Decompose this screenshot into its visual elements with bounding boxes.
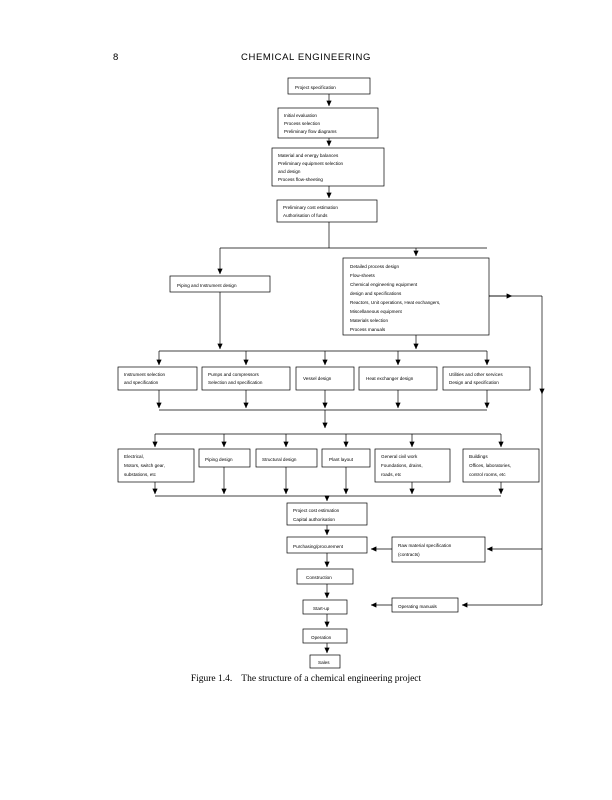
node-label: Piping and Instrument design bbox=[177, 283, 237, 288]
node-label: Utilities and other services bbox=[449, 372, 503, 377]
node-raw-material-specification[interactable]: Raw material specification (contracts) bbox=[391, 536, 486, 563]
node-initial-evaluation[interactable]: Initial evaluation Process selection Pre… bbox=[277, 107, 379, 139]
node-piping-design[interactable]: Piping design bbox=[198, 448, 251, 468]
node-preliminary-cost-estimation[interactable]: Preliminary cost estimation Authorisatio… bbox=[276, 199, 378, 223]
node-project-specification[interactable]: Project specification bbox=[287, 77, 371, 95]
node-construction[interactable]: Construction bbox=[296, 568, 354, 585]
node-label: Construction bbox=[306, 575, 332, 580]
node-label: Operation bbox=[311, 635, 332, 640]
node-label: Heat exchanger design bbox=[366, 376, 414, 381]
running-head: CHEMICAL ENGINEERING bbox=[241, 52, 371, 63]
flow-nodes: Project specification Initial evaluation… bbox=[117, 77, 540, 669]
node-general-civil-work[interactable]: General civil work Foundations, drains, … bbox=[374, 448, 451, 483]
node-label: Project cost estimation bbox=[293, 508, 340, 513]
node-label: Authorisation of funds bbox=[283, 213, 328, 218]
node-label: Process flow-sheeting bbox=[278, 177, 323, 182]
node-pumps-compressors[interactable]: Pumps and compressors Selection and spec… bbox=[201, 366, 291, 391]
node-label: Selection and specification bbox=[208, 380, 263, 385]
node-label: roads, etc bbox=[381, 472, 402, 477]
node-label: Electrical, bbox=[124, 454, 144, 459]
node-label: Chemical engineering equipment bbox=[350, 282, 418, 287]
figure-caption-text: The structure of a chemical engineering … bbox=[241, 674, 422, 684]
node-label: Preliminary flow diagrams bbox=[284, 129, 337, 134]
node-label: Purchasing/procurement bbox=[293, 544, 344, 549]
node-material-energy-balances[interactable]: Material and energy balances Preliminary… bbox=[271, 147, 385, 187]
node-label: Sales bbox=[318, 660, 330, 665]
node-label: Preliminary cost estimation bbox=[283, 205, 338, 210]
node-label: (contracts) bbox=[398, 552, 420, 557]
node-label: Foundations, drains, bbox=[381, 463, 423, 468]
node-label: Materials selection bbox=[350, 318, 388, 323]
node-electrical[interactable]: Electrical, Motors, switch gear, substat… bbox=[117, 448, 195, 483]
node-label: Instrument selection bbox=[124, 372, 166, 377]
node-start-up[interactable]: Start-up bbox=[302, 599, 348, 615]
node-plant-layout[interactable]: Plant layout bbox=[321, 448, 371, 468]
flowchart-svg: Project specification Initial evaluation… bbox=[117, 77, 545, 669]
figure-caption-label: Figure 1.4. bbox=[190, 674, 233, 684]
node-label: and specification bbox=[124, 380, 159, 385]
node-label: design and specifications bbox=[350, 291, 402, 296]
node-label: Detailed process design bbox=[350, 264, 399, 269]
node-buildings[interactable]: Buildings Offices, laboratories, control… bbox=[462, 448, 540, 483]
figure-caption: Figure 1.4. The structure of a chemical e… bbox=[0, 674, 612, 684]
node-label: Capital authorisation bbox=[293, 517, 335, 522]
node-label: Motors, switch gear, bbox=[124, 463, 165, 468]
flow-connectors bbox=[152, 94, 545, 654]
node-label: and design bbox=[278, 169, 301, 174]
node-label: Buildings bbox=[469, 454, 488, 459]
node-heat-exchanger-design[interactable]: Heat exchanger design bbox=[358, 366, 438, 391]
node-label: Process selection bbox=[284, 121, 320, 126]
node-operation[interactable]: Operation bbox=[302, 628, 348, 644]
node-instrument-selection[interactable]: Instrument selection and specification bbox=[117, 366, 198, 391]
node-label: Piping design bbox=[205, 457, 233, 462]
node-label: control rooms, etc bbox=[469, 472, 506, 477]
node-label: Miscellaneous equipment bbox=[350, 309, 403, 314]
node-label: Start-up bbox=[313, 606, 330, 611]
node-piping-instrument-design[interactable]: Piping and Instrument design bbox=[169, 275, 271, 293]
node-label: Flow-sheets bbox=[350, 273, 375, 278]
node-label: Process manuals bbox=[350, 327, 386, 332]
node-label: Design and specification bbox=[449, 380, 499, 385]
node-label: Offices, laboratories, bbox=[469, 463, 511, 468]
node-label: Initial evaluation bbox=[284, 113, 317, 118]
node-label: Operating manuals bbox=[398, 604, 438, 609]
node-operating-manuals[interactable]: Operating manuals bbox=[391, 597, 459, 613]
node-label: substations, etc bbox=[124, 472, 157, 477]
node-label: Pumps and compressors bbox=[208, 372, 260, 377]
node-label: Material and energy balances bbox=[278, 153, 339, 158]
node-label: Plant layout bbox=[329, 457, 354, 462]
node-label: Project specification bbox=[295, 85, 336, 90]
node-label: General civil work bbox=[381, 454, 418, 459]
node-purchasing-procurement[interactable]: Purchasing/procurement bbox=[286, 536, 368, 554]
node-label: Reactors, Unit operations, Heat exchange… bbox=[350, 300, 440, 305]
node-label: Preliminary equipment selection bbox=[278, 161, 344, 166]
node-detailed-process-design[interactable]: Detailed process design Flow-sheets Chem… bbox=[342, 257, 490, 336]
node-label: Vessel design bbox=[303, 376, 332, 381]
figure-flowchart: Project specification Initial evaluation… bbox=[0, 60, 612, 680]
node-sales[interactable]: Sales bbox=[309, 654, 341, 669]
node-label: Raw material specification bbox=[398, 543, 452, 548]
node-utilities-other-services[interactable]: Utilities and other services Design and … bbox=[442, 366, 531, 391]
page-folio: 8 bbox=[113, 52, 119, 63]
node-structural-design[interactable]: Structural design bbox=[255, 448, 318, 468]
node-project-cost-estimation[interactable]: Project cost estimation Capital authoris… bbox=[286, 502, 368, 526]
node-label: Structural design bbox=[262, 457, 297, 462]
node-vessel-design[interactable]: Vessel design bbox=[295, 366, 355, 391]
